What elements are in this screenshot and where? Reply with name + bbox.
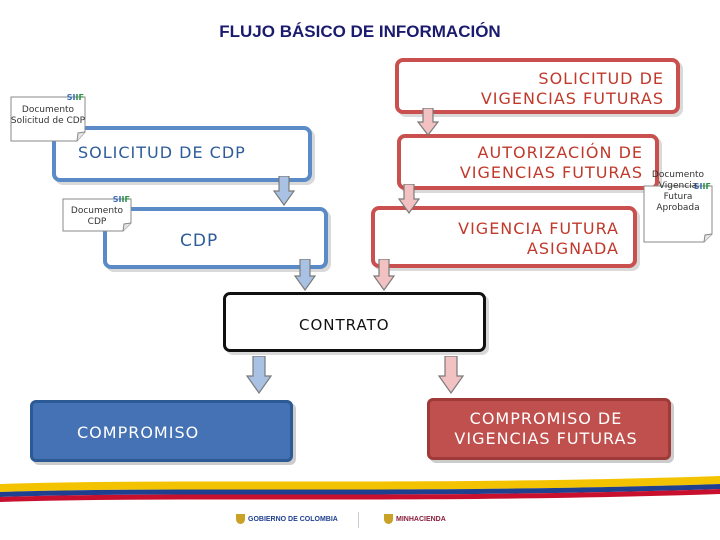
gobierno-colombia-logo: GOBIERNO DE COLOMBIA xyxy=(236,510,356,530)
doc-cdp-line1: Documento xyxy=(70,206,124,216)
autorizacion-vf-line2: VIGENCIAS FUTURAS xyxy=(459,163,643,182)
cdp-box: CDP xyxy=(103,207,328,269)
arrow-down-icon xyxy=(398,184,420,214)
footer-divider xyxy=(358,512,359,528)
solicitud-cdp-box: SOLICITUD DE CDP xyxy=(52,126,312,182)
arrow-down-icon xyxy=(417,108,439,136)
vigencia-futura-asignada-box: VIGENCIA FUTURA ASIGNADA xyxy=(371,206,637,268)
vigencia-asignada-line1: VIGENCIA FUTURA xyxy=(458,219,619,238)
minhacienda-logo: MINHACIENDA xyxy=(384,510,484,530)
compromiso-vf-line2: VIGENCIAS FUTURAS xyxy=(454,429,638,448)
doc-solicitud-cdp-line1: Documento xyxy=(21,105,75,115)
compromiso-box: COMPROMISO xyxy=(30,400,293,462)
doc-vigencia-line2: Vigencia Futura xyxy=(658,181,698,202)
solicitud-cdp-label: SOLICITUD DE CDP xyxy=(78,143,246,162)
siif-badge: SIIF xyxy=(66,93,84,102)
compromiso-label: COMPROMISO xyxy=(77,423,200,442)
contrato-box: CONTRATO xyxy=(223,292,486,352)
vigencia-asignada-line2: ASIGNADA xyxy=(526,239,619,258)
autorizacion-vigencias-futuras-box: AUTORIZACIÓN DE VIGENCIAS FUTURAS xyxy=(397,134,659,190)
doc-solicitud-cdp-line2: Solicitud de CDP xyxy=(10,116,86,126)
cdp-label: CDP xyxy=(180,231,219,251)
arrow-down-icon xyxy=(273,176,295,206)
flag-stripe xyxy=(0,476,720,502)
document-vigencia-futura-icon: SIIF Documento Vigencia Futura Aprobada xyxy=(643,170,713,243)
compromiso-vf-line1: COMPROMISO DE xyxy=(469,409,623,428)
solicitud-vigencias-futuras-box: SOLICITUD DE VIGENCIAS FUTURAS xyxy=(395,58,680,114)
arrow-down-icon xyxy=(373,259,395,291)
solicitud-vf-line1: SOLICITUD DE xyxy=(538,69,664,88)
compromiso-vigencias-futuras-box: COMPROMISO DE VIGENCIAS FUTURAS xyxy=(427,398,671,460)
arrow-down-icon xyxy=(246,356,272,394)
shield-icon xyxy=(384,514,393,525)
siif-badge: SIIF xyxy=(112,195,130,204)
contrato-label: CONTRATO xyxy=(299,316,390,334)
doc-vigencia-line3: Aprobada xyxy=(656,203,700,213)
solicitud-vf-line2: VIGENCIAS FUTURAS xyxy=(480,89,664,108)
page-title: FLUJO BÁSICO DE INFORMACIÓN xyxy=(219,22,501,41)
document-cdp-icon: SIIF Documento CDP xyxy=(62,195,132,232)
shield-icon xyxy=(236,514,245,525)
doc-vigencia-line1: Documento xyxy=(651,170,705,180)
siif-badge: SIIF xyxy=(693,182,711,191)
document-solicitud-cdp-icon: SIIF Documento Solicitud de CDP xyxy=(10,93,86,142)
doc-cdp-line2: CDP xyxy=(87,217,107,227)
arrow-down-icon xyxy=(294,259,316,291)
arrow-down-icon xyxy=(438,356,464,394)
autorizacion-vf-line1: AUTORIZACIÓN DE xyxy=(477,143,643,162)
